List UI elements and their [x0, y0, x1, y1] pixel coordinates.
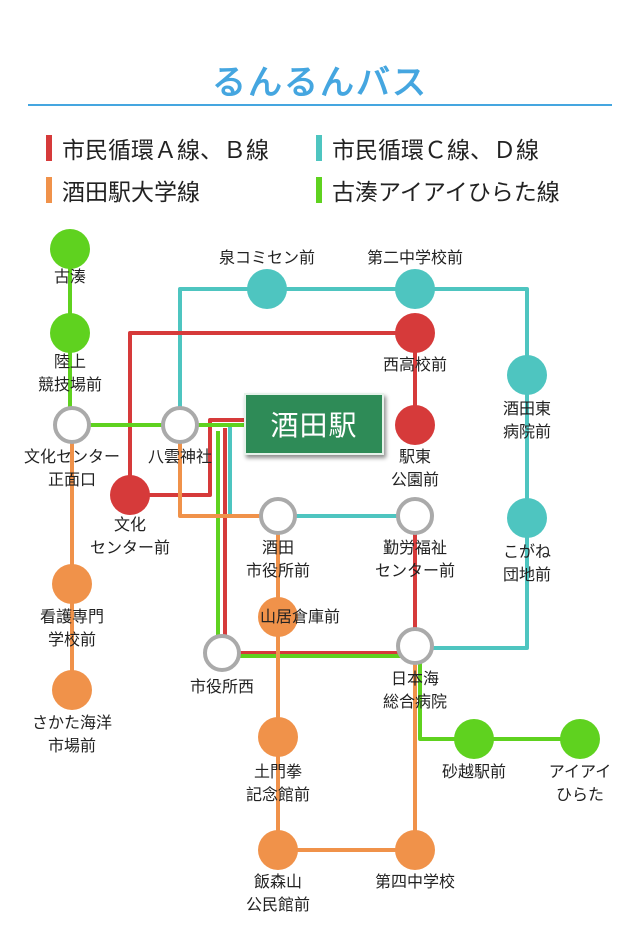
station-label-sakatahigashi: 病院前 — [503, 422, 551, 441]
station-label-dai2: 第二中学校前 — [367, 248, 463, 267]
station-label-shiyakusho: 酒田 — [262, 538, 294, 557]
station-label-bunka-mae: センター前 — [90, 538, 170, 557]
station-marker-iimoriyama[interactable] — [258, 830, 298, 870]
legend-swatch — [46, 135, 52, 161]
station-marker-bunka-shomen[interactable] — [53, 406, 91, 444]
station-label-sakata-kaiyo: 市場前 — [48, 736, 96, 755]
station-label-kango: 学校前 — [48, 630, 96, 649]
station-marker-dai2[interactable] — [395, 269, 435, 309]
station-markers — [50, 229, 600, 870]
station-label-sakatahigashi: 酒田東 — [503, 399, 551, 418]
legend-label: 古湊アイアイひらた線 — [332, 180, 560, 206]
station-label-koganene: こがね — [503, 542, 551, 561]
route-line-orange — [276, 516, 417, 852]
legend-label: 市民循環Ａ線、Ｂ線 — [62, 138, 269, 164]
station-marker-shiyakusho[interactable] — [259, 497, 297, 535]
station-marker-nishikoko[interactable] — [395, 313, 435, 353]
station-label-nihonkai: 総合病院 — [383, 692, 447, 711]
station-marker-domonken[interactable] — [258, 717, 298, 757]
station-marker-izumi[interactable] — [247, 269, 287, 309]
station-label-rikujo: 陸上 — [54, 352, 86, 371]
station-label-dai4: 第四中学校 — [375, 872, 455, 891]
route-line-red — [130, 418, 244, 497]
station-marker-bunka-mae[interactable] — [110, 475, 150, 515]
legend-item-hirata: 古湊アイアイひらた線 — [316, 175, 560, 206]
station-marker-nihonkai[interactable] — [396, 627, 434, 665]
station-marker-furuminato[interactable] — [50, 229, 90, 269]
station-label-bunka-shomen: 正面口 — [48, 470, 96, 489]
station-label-koganene: 団地前 — [503, 565, 551, 584]
station-label-domonken: 記念館前 — [246, 785, 310, 804]
station-label-sakata-kaiyo: さかた海洋 — [32, 713, 112, 732]
station-marker-shiyakusho-nishi[interactable] — [203, 634, 241, 672]
page-title: るんるんバス — [212, 63, 428, 103]
station-label-nishikoko: 西高校前 — [383, 355, 447, 374]
route-line-teal — [178, 287, 529, 650]
station-label-sanku: 山居倉庫前 — [260, 607, 340, 626]
route-line-red — [223, 428, 417, 655]
route-line-green — [418, 646, 580, 741]
station-label-bunka-shomen: 文化センター — [24, 447, 120, 466]
route-line-green — [68, 249, 244, 427]
station-label-kinro: センター前 — [375, 561, 455, 580]
station-label-shiyakusho: 市役所前 — [246, 561, 310, 580]
station-label-domonken: 土門拳 — [254, 762, 302, 781]
station-marker-sakatahigashi[interactable] — [507, 355, 547, 395]
station-marker-rikujo[interactable] — [50, 313, 90, 353]
station-label-izumi: 泉コミセン前 — [219, 248, 315, 267]
station-label-shiyakusho-nishi: 市役所西 — [190, 677, 254, 696]
station-marker-sanku[interactable] — [258, 597, 298, 637]
station-marker-dai4[interactable] — [395, 830, 435, 870]
legend-item-ab: 市民循環Ａ線、Ｂ線 — [46, 133, 269, 164]
route-line-red — [128, 331, 417, 495]
station-label-kango: 看護専門 — [40, 607, 104, 626]
station-marker-ekihigashi[interactable] — [395, 405, 435, 445]
station-marker-koganene[interactable] — [507, 498, 547, 538]
station-marker-kinro[interactable] — [396, 497, 434, 535]
route-line-orange — [178, 425, 278, 518]
station-label-furuminato: 古湊 — [54, 267, 86, 286]
station-marker-yakumo[interactable] — [161, 406, 199, 444]
legend-swatch — [316, 135, 322, 161]
title-divider — [28, 104, 612, 106]
station-label-aiai: ひらた — [556, 785, 604, 804]
station-marker-kango[interactable] — [52, 564, 92, 604]
legend-item-univ: 酒田駅大学線 — [46, 175, 200, 206]
legend-swatch — [46, 177, 52, 203]
station-label-ekihigashi: 駅東 — [399, 447, 431, 466]
station-label-iimoriyama: 飯森山 — [254, 872, 302, 891]
station-label-aiai: アイアイ — [549, 762, 611, 781]
hub-station-sakata[interactable]: 酒田駅 — [244, 393, 384, 455]
station-label-rikujo: 競技場前 — [38, 375, 102, 394]
station-marker-sakata-kaiyo[interactable] — [52, 670, 92, 710]
station-label-bunka-mae: 文化 — [114, 515, 146, 534]
station-label-kinro: 勤労福祉 — [383, 538, 447, 557]
station-label-iimoriyama: 公民館前 — [246, 895, 310, 914]
station-marker-aiai[interactable] — [560, 719, 600, 759]
station-label-nihonkai: 日本海 — [391, 669, 439, 688]
station-marker-sagoshi[interactable] — [454, 719, 494, 759]
station-label-ekihigashi: 公園前 — [391, 470, 439, 489]
legend-label: 酒田駅大学線 — [62, 180, 200, 206]
legend-label: 市民循環Ｃ線、Ｄ線 — [332, 138, 539, 164]
legend-swatch — [316, 177, 322, 203]
station-label-sagoshi: 砂越駅前 — [442, 762, 506, 781]
station-label-yakumo: 八雲神社 — [148, 447, 212, 466]
legend-item-cd: 市民循環Ｃ線、Ｄ線 — [316, 133, 539, 164]
